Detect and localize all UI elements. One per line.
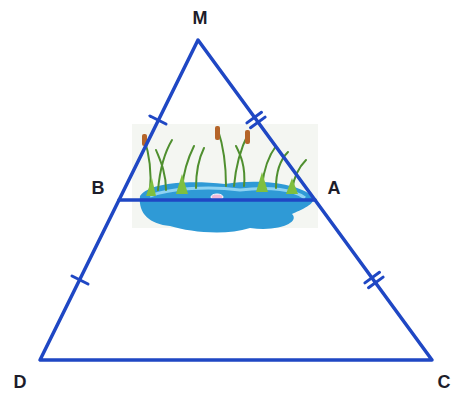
single-tick [150, 116, 166, 124]
point-label: D [14, 373, 27, 391]
triangle-sides [40, 40, 432, 360]
grass-tufts [146, 172, 298, 196]
point-label: M [193, 9, 208, 27]
midsegment [119, 198, 315, 202]
point-label: B [92, 179, 105, 197]
triangle-outline [40, 40, 432, 360]
point-label: A [328, 179, 341, 197]
double-tick [369, 277, 384, 288]
point-label: C [438, 373, 451, 391]
pond-illustration [132, 124, 318, 232]
pond-shine [150, 188, 305, 198]
cattails [142, 126, 250, 146]
double-tick [251, 117, 266, 128]
reeds [144, 130, 306, 192]
single-tick [72, 276, 88, 284]
tick-marks [72, 112, 383, 287]
